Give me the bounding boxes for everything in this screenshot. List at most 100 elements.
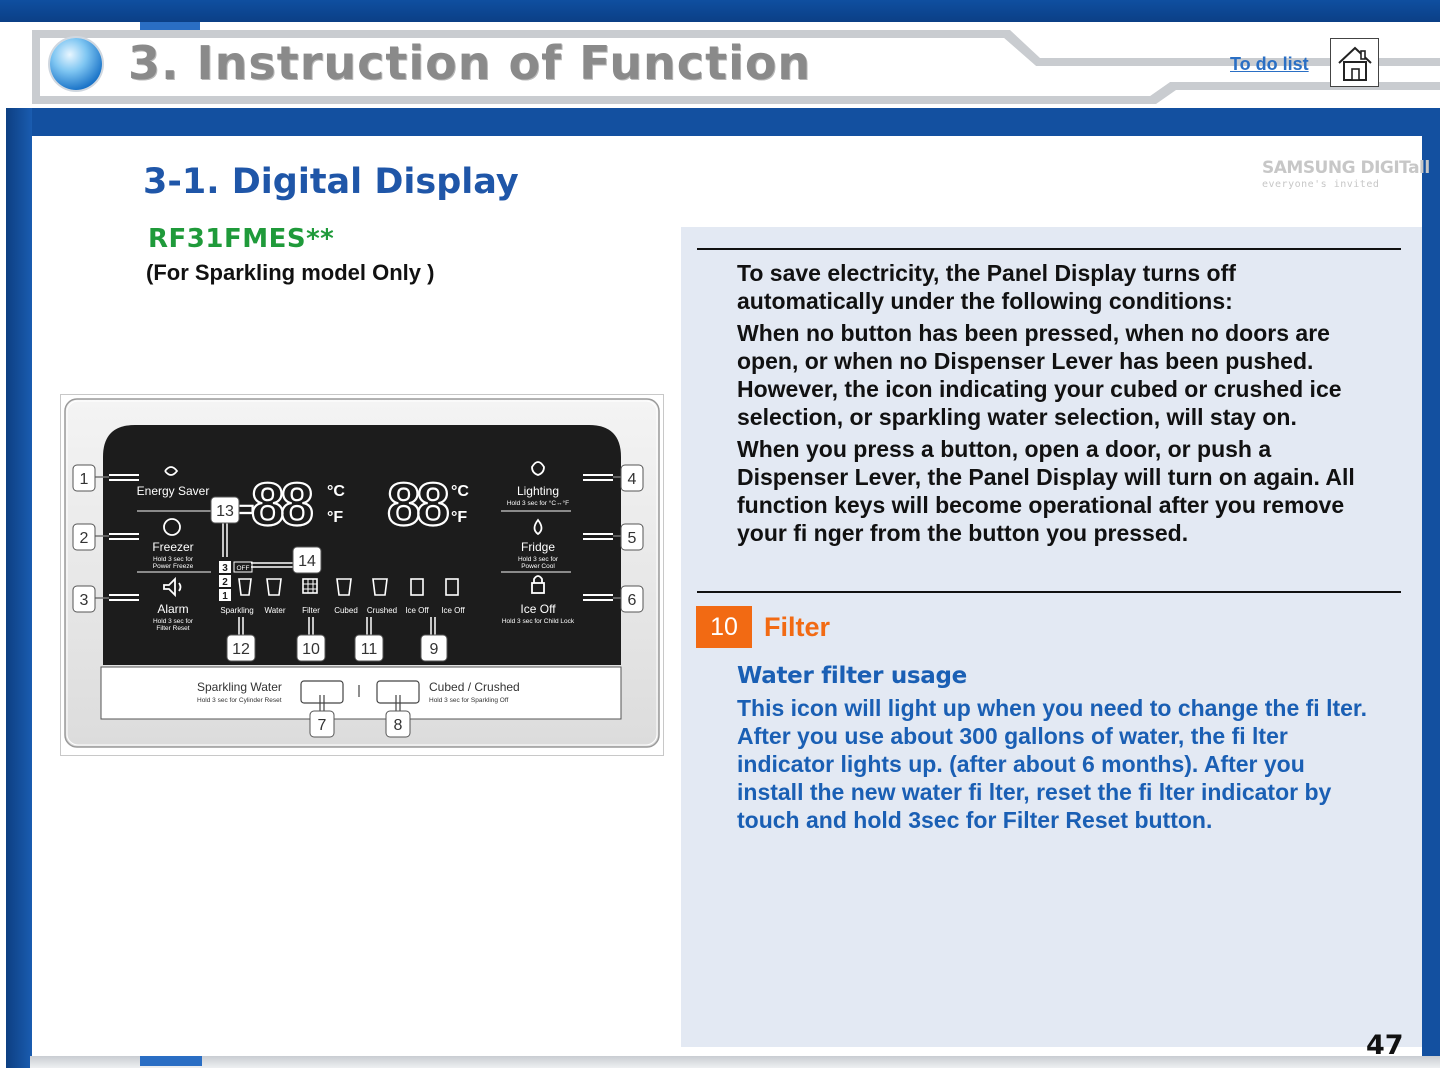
content-frame-shade [6, 108, 32, 1068]
filter-icon [302, 578, 318, 594]
samsung-logo-tagline: everyone's invited [1262, 179, 1380, 190]
callout-7: 7 [309, 710, 335, 738]
lighting-icon [531, 461, 545, 476]
sparkling-icon [238, 578, 252, 596]
paragraph-line: Dispenser Lever, the Panel Display will … [737, 464, 1355, 490]
btn-freezer-sub2: Power Freeze [153, 563, 194, 570]
sparkling-water-button [300, 680, 344, 704]
energy-saver-icon [164, 466, 179, 476]
fridge-icon [533, 518, 543, 536]
divider-middle [697, 591, 1401, 593]
bottom-frame-accent [140, 1056, 202, 1066]
callout-10: 10 [296, 634, 326, 662]
btn-lighting-sub1: Hold 3 sec for °C↔°F [507, 499, 569, 507]
callout-9: 9 [420, 634, 448, 662]
svg-text:8: 8 [394, 717, 403, 734]
bottom-frame-strip [30, 1056, 1440, 1068]
fridge-fahrenheit-unit: °F [451, 509, 467, 526]
samsung-logo: SAMSUNG DIGITall everyone's invited [1262, 158, 1430, 194]
svg-text:14: 14 [298, 553, 316, 570]
ice-off-icon-2 [445, 578, 459, 596]
display-panel-illustration: Energy Saver Freezer Hold 3 sec for Powe… [64, 398, 660, 748]
icon-label-filter: Filter [302, 606, 320, 615]
btn-alarm-sub1: Hold 3 sec for [153, 618, 194, 625]
water-icon [266, 578, 282, 596]
btn-freezer-sub1: Hold 3 sec for [153, 556, 194, 563]
btn-fridge-label: Fridge [521, 540, 555, 554]
paragraph-power-save: To save electricity, the Panel Display t… [737, 259, 1402, 315]
feature-name: Filter [764, 612, 831, 642]
callout-14: 14 [292, 546, 322, 574]
ice-off-icon-1 [410, 578, 424, 596]
divider-top [697, 248, 1401, 250]
paragraph-wake: When you press a button, open a door, or… [737, 435, 1402, 547]
btn-freezer-label: Freezer [152, 540, 193, 554]
paragraph-line: open, or when no Dispenser Lever has bee… [737, 348, 1314, 374]
icon-label-water: Water [264, 606, 285, 615]
svg-text:12: 12 [232, 641, 250, 658]
dispenser-sparkling-label: Sparkling Water [197, 680, 282, 694]
lock-icon [531, 582, 545, 594]
model-name: RF31FMES** [148, 224, 335, 254]
usage-line: After you use about 300 gallons of water… [737, 723, 1288, 749]
svg-text:7: 7 [318, 717, 327, 734]
fridge-celsius-unit: °C [451, 483, 469, 500]
svg-text:10: 10 [302, 641, 320, 658]
callout-4: 4 [620, 464, 644, 492]
btn-lighting-label: Lighting [517, 484, 559, 498]
btn-energy-saver-label: Energy Saver [137, 484, 210, 498]
btn-alarm-sub2: Filter Reset [156, 625, 189, 632]
info-panel [681, 227, 1422, 1047]
home-button[interactable] [1330, 38, 1379, 87]
icon-label-ice-off-2: Ice Off [441, 606, 465, 615]
svg-text:5: 5 [628, 530, 637, 547]
callout-13: 13 [210, 496, 240, 524]
samsung-logo-word: SAMSUNG DIGITall [1262, 158, 1430, 178]
freezer-temp-readout: -88 [235, 471, 312, 538]
btn-ice-off-label: Ice Off [520, 602, 556, 616]
paragraph-conditions: When no button has been pressed, when no… [737, 319, 1402, 431]
usage-line: indicator lights up. (after about 6 mont… [737, 751, 1305, 777]
paragraph-line: When no button has been pressed, when no… [737, 320, 1330, 346]
paragraph-line: selection, or sparkling water selection,… [737, 404, 1297, 430]
page-number: 47 [1366, 1030, 1404, 1061]
icon-label-crushed: Crushed [367, 606, 397, 615]
level-3: 3 [222, 563, 228, 574]
model-note: (For Sparkling model Only ) [146, 260, 435, 285]
alarm-icon [163, 576, 182, 598]
freezer-fahrenheit-unit: °F [327, 509, 343, 526]
usage-title: Water filter usage [737, 663, 967, 689]
btn-alarm-label: Alarm [157, 602, 188, 616]
section-title: 3-1. Digital Display [143, 162, 519, 202]
callout-1: 1 [72, 464, 96, 492]
usage-line: touch and hold 3sec for Filter Reset but… [737, 807, 1213, 833]
home-icon [1338, 46, 1372, 81]
paragraph-line: function keys will become operational af… [737, 492, 1345, 518]
svg-text:3: 3 [80, 592, 89, 609]
callout-3: 3 [72, 585, 96, 613]
svg-text:13: 13 [216, 503, 234, 520]
callout-11: 11 [354, 634, 384, 662]
usage-description: This icon will light up when you need to… [737, 694, 1407, 834]
btn-fridge-sub1: Hold 3 sec for [518, 556, 559, 563]
dispenser-ice-sub: Hold 3 sec for Sparkling Off [429, 697, 509, 704]
feature-number-badge: 10 [696, 606, 752, 648]
icon-label-sparkling: Sparkling [220, 606, 253, 615]
svg-text:1: 1 [80, 471, 89, 488]
usage-line: install the new water fi lter, reset the… [737, 779, 1332, 805]
icon-label-ice-off-1: Ice Off [405, 606, 429, 615]
callout-6: 6 [620, 585, 644, 613]
todo-list-link[interactable]: To do list [1230, 54, 1309, 74]
paragraph-line: However, the icon indicating your cubed … [737, 376, 1342, 402]
callout-12: 12 [226, 634, 256, 662]
btn-fridge-sub2: Power Cool [521, 563, 555, 570]
btn-ice-off-sub1: Hold 3 sec for Child Lock [502, 618, 575, 625]
svg-text:6: 6 [628, 592, 637, 609]
svg-text:9: 9 [430, 641, 439, 658]
dispenser-ice-label: Cubed / Crushed [429, 680, 520, 694]
callout-2: 2 [72, 523, 96, 551]
cubed-icon [336, 578, 352, 596]
top-frame-accent [140, 22, 200, 30]
callout-5: 5 [620, 523, 644, 551]
off-tag: OFF [237, 565, 250, 572]
